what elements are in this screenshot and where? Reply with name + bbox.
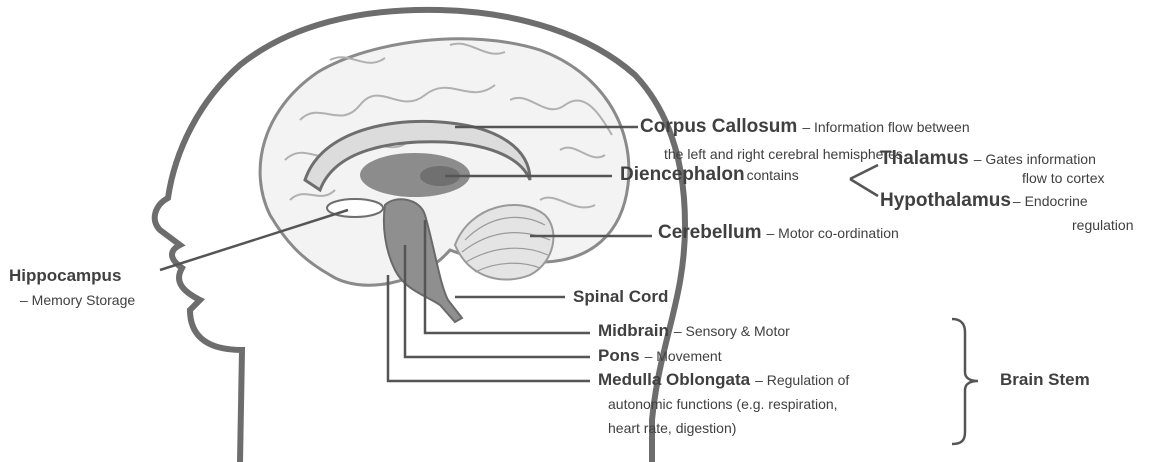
medulla-desc: – Regulation of [755, 372, 849, 388]
spinal-cord-label: Spinal Cord [573, 287, 668, 307]
diencephalon-label-row: Diencephalon contains [620, 164, 799, 186]
thalamus-label: Thalamus [880, 148, 969, 170]
corpus-callosum-desc: – Information flow between [802, 119, 969, 135]
diencephalon-contains: contains [747, 167, 799, 183]
midbrain-label: Midbrain [598, 321, 669, 341]
hypothalamus-desc: – Endocrine [1013, 193, 1088, 209]
cerebellum-label: Cerebellum [658, 222, 761, 244]
midbrain-desc: – Sensory & Motor [674, 323, 790, 339]
pons-desc: – Movement [645, 348, 722, 364]
thalamus-label-row: Thalamus – Gates information [880, 148, 1096, 170]
corpus-callosum-desc-2: the left and right cerebral hemispheres [664, 146, 903, 162]
diencephalon-label: Diencephalon [620, 164, 745, 186]
thalamus-desc: – Gates information [974, 151, 1096, 167]
medulla-label: Medulla Oblongata [598, 370, 750, 390]
brain-stem-label: Brain Stem [1000, 370, 1090, 390]
medulla-desc-2: autonomic functions (e.g. respiration, [608, 396, 838, 412]
cerebellum-label-row: Cerebellum – Motor co-ordination [658, 222, 899, 244]
brain-stem-brace [952, 319, 978, 444]
thalamus-desc-2: flow to cortex [1022, 170, 1104, 186]
medulla-desc-3: heart rate, digestion) [608, 420, 736, 436]
hypothalamus-desc-2: regulation [1072, 217, 1134, 233]
thalamus-branch [850, 165, 878, 179]
hypothalamus-label: Hypothalamus [880, 190, 1011, 212]
hippocampus-desc: – Memory Storage [20, 292, 135, 308]
corpus-callosum-label: Corpus Callosum [640, 116, 797, 138]
hippocampus-label: Hippocampus [9, 266, 121, 286]
corpus-callosum-label-row: Corpus Callosum – Information flow betwe… [640, 116, 970, 138]
medulla-label-row: Medulla Oblongata – Regulation of [598, 370, 849, 390]
pons-label: Pons [598, 346, 640, 366]
cerebellum-desc: – Motor co-ordination [766, 225, 898, 241]
midbrain-label-row: Midbrain – Sensory & Motor [598, 321, 790, 341]
pons-label-row: Pons – Movement [598, 346, 722, 366]
hypothalamus-label-row: Hypothalamus – Endocrine [880, 190, 1088, 212]
hypothalamus-branch [850, 179, 878, 196]
